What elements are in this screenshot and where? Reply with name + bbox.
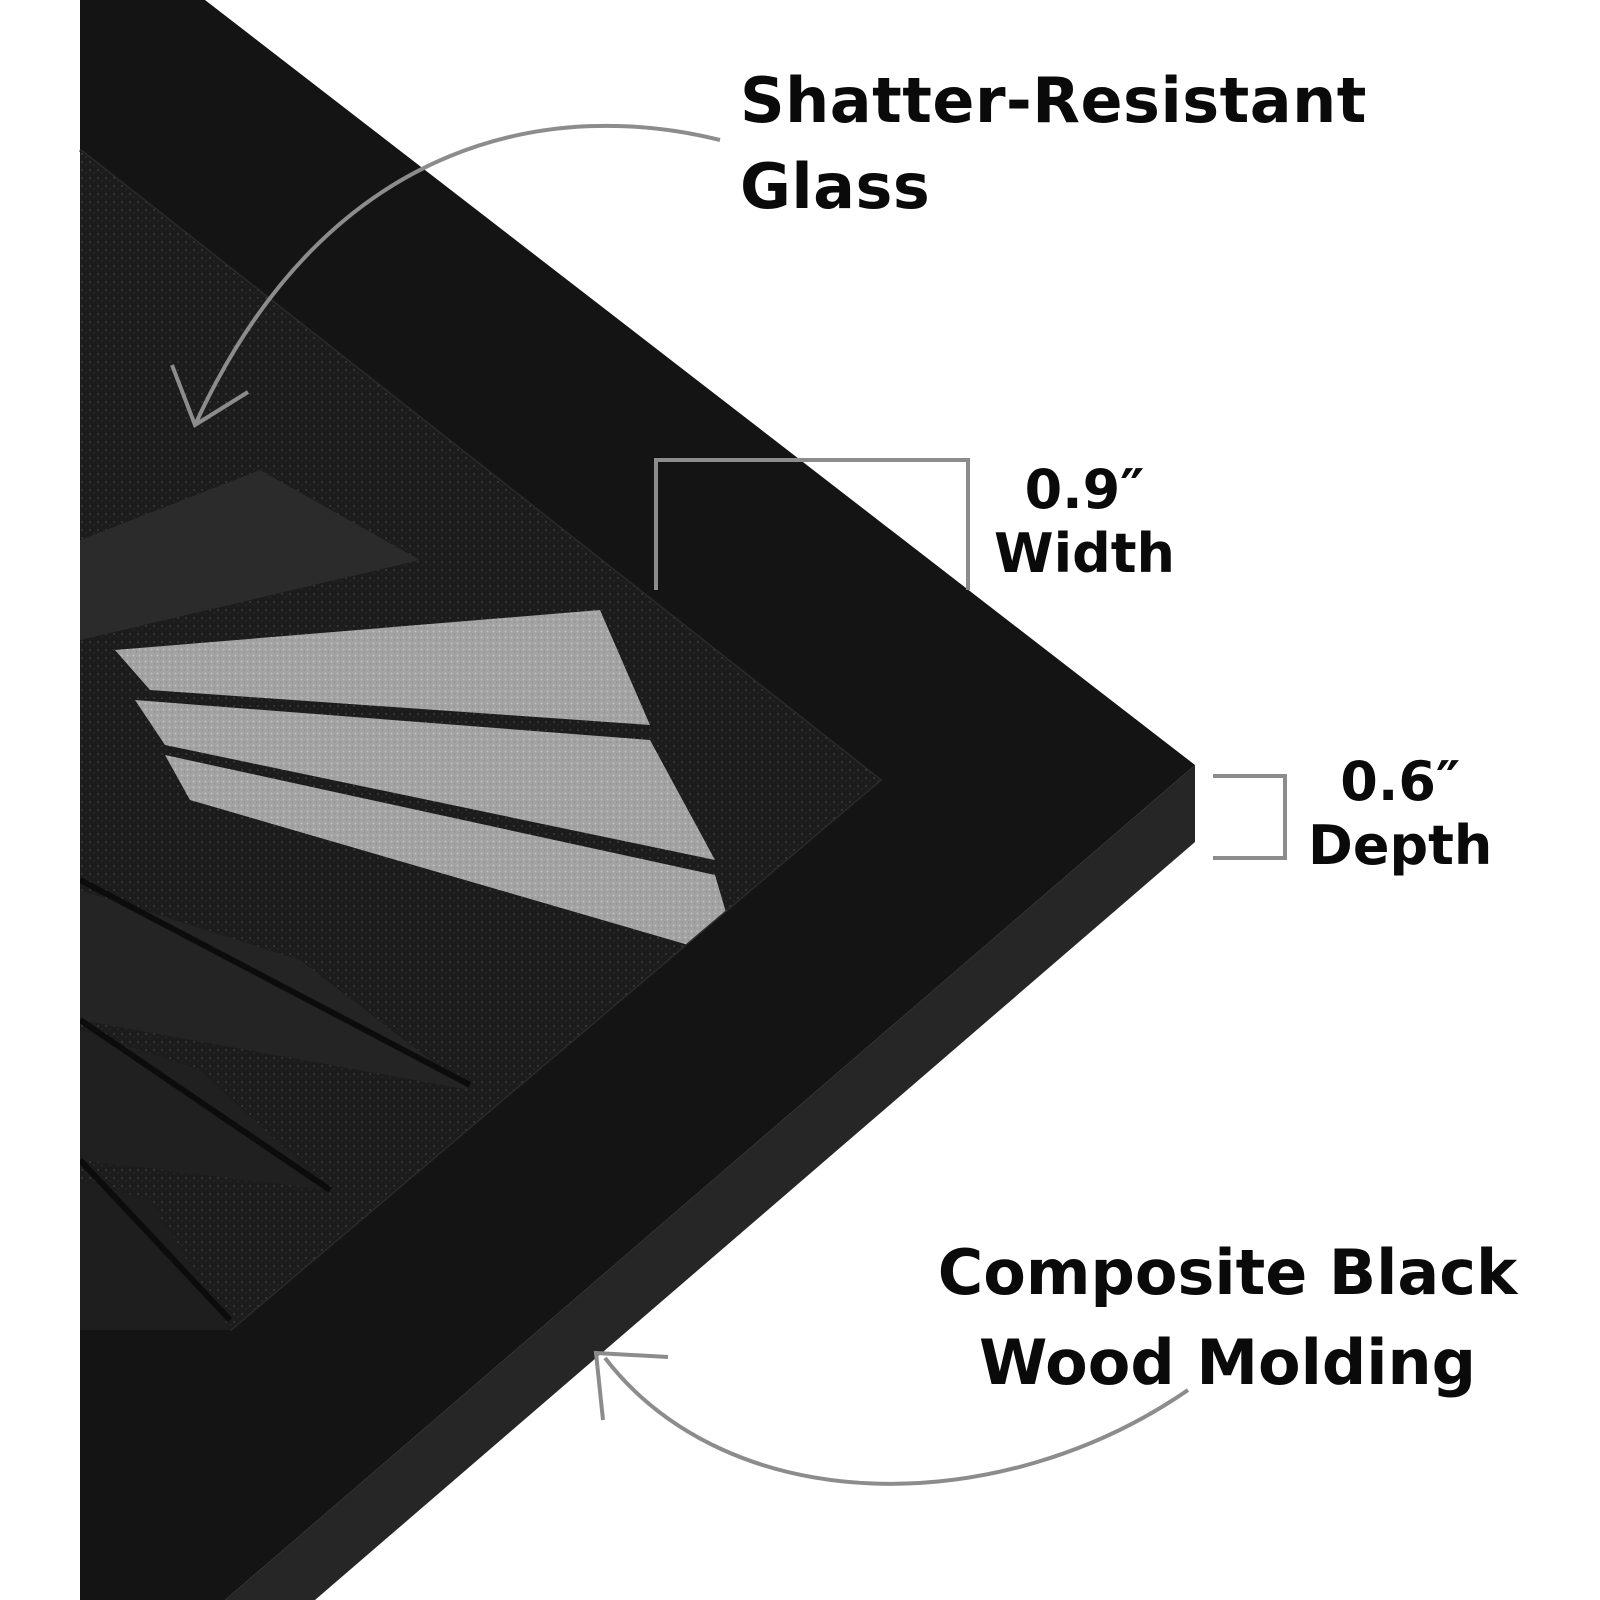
- molding-label-line2: Wood Molding: [978, 1326, 1477, 1399]
- glass-label-line2: Glass: [740, 150, 931, 223]
- molding-feature-label: Composite Black Wood Molding: [925, 1228, 1530, 1408]
- depth-bracket: [1213, 774, 1287, 860]
- molding-callout-arrow: [603, 1356, 1190, 1486]
- bench-slat: [165, 755, 740, 960]
- width-bracket: [654, 458, 970, 590]
- bench-slat: [115, 610, 650, 725]
- bench-slat: [135, 700, 715, 860]
- glass-arrow-head: [170, 364, 250, 428]
- molding-arrow-head: [593, 1350, 669, 1421]
- glass-feature-label: Shatter-Resistant Glass: [740, 58, 1367, 230]
- width-feature-label: 0.9″ Width: [994, 458, 1175, 586]
- depth-value: 0.6″: [1340, 750, 1461, 813]
- molding-label-line1: Composite Black: [937, 1236, 1518, 1309]
- depth-feature-label: 0.6″ Depth: [1308, 750, 1492, 878]
- width-name: Width: [994, 522, 1175, 585]
- glass-callout-arrow: [193, 123, 721, 426]
- width-value: 0.9″: [1024, 458, 1145, 521]
- depth-name: Depth: [1308, 814, 1493, 877]
- glass-label-line1: Shatter-Resistant: [740, 64, 1367, 137]
